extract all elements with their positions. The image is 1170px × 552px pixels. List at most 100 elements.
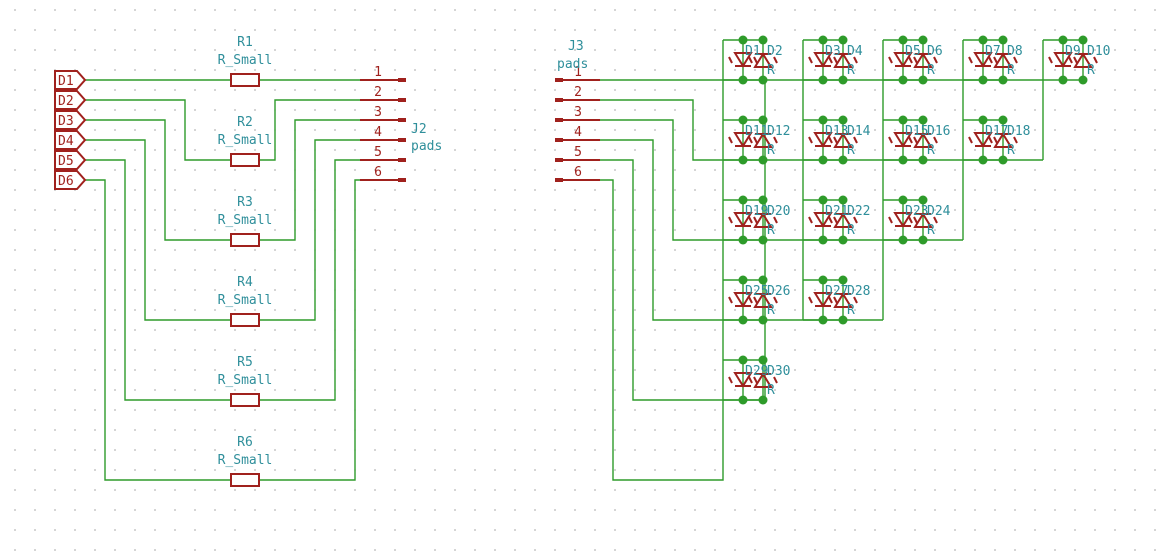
- grid-dot: [614, 329, 616, 331]
- grid-dot: [954, 109, 956, 111]
- grid-dot: [34, 549, 36, 551]
- grid-dot: [814, 489, 816, 491]
- grid-dot: [434, 329, 436, 331]
- grid-dot: [54, 469, 56, 471]
- grid-dot: [114, 469, 116, 471]
- grid-dot: [1034, 249, 1036, 251]
- grid-dot: [394, 189, 396, 191]
- grid-dot: [1034, 269, 1036, 271]
- grid-dot: [914, 449, 916, 451]
- grid-dot: [34, 409, 36, 411]
- grid-dot: [1094, 269, 1096, 271]
- grid-dot: [634, 549, 636, 551]
- grid-dot: [774, 129, 776, 131]
- grid-dot: [1114, 489, 1116, 491]
- grid-dot: [354, 129, 356, 131]
- junction-dot: [738, 195, 748, 205]
- grid-dot: [334, 49, 336, 51]
- grid-dot: [1114, 529, 1116, 531]
- grid-dot: [114, 169, 116, 171]
- grid-dot: [1054, 269, 1056, 271]
- grid-dot: [954, 289, 956, 291]
- grid-dot: [894, 269, 896, 271]
- grid-dot: [854, 469, 856, 471]
- grid-dot: [414, 369, 416, 371]
- grid-dot: [134, 349, 136, 351]
- grid-dot: [934, 509, 936, 511]
- grid-dot: [514, 489, 516, 491]
- grid-dot: [754, 269, 756, 271]
- grid-dot: [754, 409, 756, 411]
- grid-dot: [454, 129, 456, 131]
- junction-dot: [738, 315, 748, 325]
- grid-dot: [1134, 49, 1136, 51]
- grid-dot: [1014, 149, 1016, 151]
- led-ray: [748, 376, 753, 384]
- grid-dot: [234, 209, 236, 211]
- grid-dot: [254, 449, 256, 451]
- grid-dot: [914, 489, 916, 491]
- grid-dot: [334, 449, 336, 451]
- grid-dot: [1014, 469, 1016, 471]
- grid-dot: [154, 69, 156, 71]
- junction-dot: [898, 115, 908, 125]
- grid-dot: [394, 409, 396, 411]
- grid-dot: [14, 509, 16, 511]
- led-ray: [828, 56, 833, 64]
- grid-dot: [554, 409, 556, 411]
- grid-dot: [134, 429, 136, 431]
- grid-dot: [494, 349, 496, 351]
- grid-dot: [494, 389, 496, 391]
- grid-dot: [914, 509, 916, 511]
- grid-dot: [1154, 89, 1156, 91]
- grid-dot: [294, 109, 296, 111]
- grid-dot: [74, 249, 76, 251]
- grid-dot: [1034, 409, 1036, 411]
- grid-dot: [794, 189, 796, 191]
- junction-dot: [918, 75, 928, 85]
- grid-dot: [134, 249, 136, 251]
- grid-dot: [214, 49, 216, 51]
- grid-dot: [474, 249, 476, 251]
- grid-dot: [434, 309, 436, 311]
- grid-dot: [1034, 189, 1036, 191]
- grid-dot: [374, 469, 376, 471]
- grid-dot: [1154, 489, 1156, 491]
- grid-dot: [1014, 29, 1016, 31]
- grid-dot: [14, 329, 16, 331]
- grid-dot: [294, 509, 296, 511]
- grid-dot: [974, 469, 976, 471]
- grid-dot: [514, 509, 516, 511]
- led-ray: [728, 376, 733, 384]
- grid-dot: [134, 549, 136, 551]
- led-ray: [748, 216, 753, 224]
- grid-dot: [1134, 89, 1136, 91]
- grid-dot: [674, 269, 676, 271]
- grid-dot: [774, 269, 776, 271]
- grid-dot: [414, 209, 416, 211]
- grid-dot: [974, 109, 976, 111]
- grid-dot: [734, 189, 736, 191]
- pad-end: [398, 158, 406, 162]
- grid-dot: [1094, 369, 1096, 371]
- grid-dot: [674, 289, 676, 291]
- grid-dot: [514, 229, 516, 231]
- grid-dot: [774, 489, 776, 491]
- grid-dot: [334, 549, 336, 551]
- grid-dot: [94, 69, 96, 71]
- grid-dot: [1034, 209, 1036, 211]
- grid-dot: [454, 409, 456, 411]
- grid-dot: [154, 329, 156, 331]
- grid-dot: [434, 9, 436, 11]
- grid-dot: [294, 69, 296, 71]
- grid-dot: [494, 489, 496, 491]
- grid-dot: [574, 489, 576, 491]
- grid-dot: [654, 349, 656, 351]
- grid-dot: [874, 89, 876, 91]
- grid-dot: [854, 509, 856, 511]
- grid-dot: [634, 469, 636, 471]
- grid-dot: [814, 449, 816, 451]
- grid-dot: [1034, 129, 1036, 131]
- grid-dot: [134, 529, 136, 531]
- grid-dot: [954, 549, 956, 551]
